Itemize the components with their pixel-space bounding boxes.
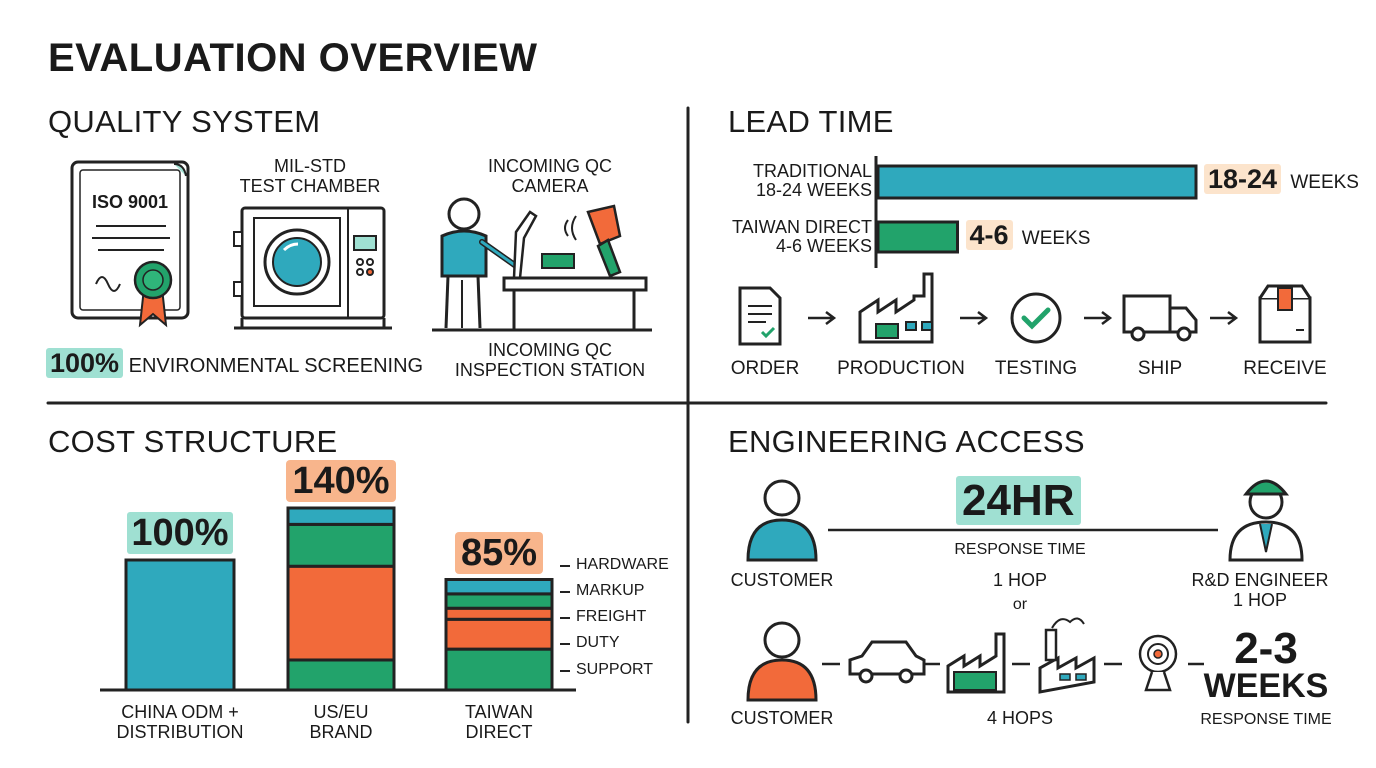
lead-bar-value-1: 4-6 WEEKS bbox=[965, 220, 1091, 251]
car-icon bbox=[848, 640, 926, 684]
customer-label: CUSTOMER bbox=[730, 570, 834, 590]
legend-item-markup: MARKUP bbox=[576, 582, 645, 599]
engineering-heading: ENGINEERING ACCESS bbox=[728, 424, 1085, 459]
lead-value-unit-0: WEEKS bbox=[1285, 172, 1359, 193]
cost-percent-2: 85% bbox=[416, 531, 582, 575]
order-document-icon bbox=[738, 286, 782, 346]
slow-response-label: RESPONSE TIME bbox=[1200, 711, 1332, 728]
lead-bar-label-0: TRADITIONAL 18-24 WEEKS bbox=[752, 161, 872, 200]
arrow-right-icon bbox=[1084, 311, 1113, 325]
process-step-order: ORDER bbox=[730, 358, 800, 379]
legend-item-freight: FREIGHT bbox=[576, 608, 647, 625]
test-chamber-label: MIL-STD TEST CHAMBER bbox=[239, 156, 381, 196]
inspection-station-icon bbox=[432, 197, 652, 332]
fast-response-text: 24HR bbox=[956, 476, 1081, 525]
legend-item-support: SUPPORT bbox=[576, 661, 654, 678]
customer-icon bbox=[746, 479, 818, 562]
test-chamber-icon bbox=[233, 206, 392, 330]
package-icon bbox=[1258, 284, 1312, 344]
cost-bar-2-segment-2 bbox=[444, 606, 554, 621]
lead-bar-1 bbox=[876, 220, 959, 254]
arrow-right-icon bbox=[808, 311, 837, 325]
cost-percent-text-0: 100% bbox=[127, 512, 233, 554]
cost-percent-text-1: 140% bbox=[286, 460, 396, 502]
screening-percent: 100% bbox=[46, 348, 124, 378]
quality-heading: QUALITY SYSTEM bbox=[48, 104, 321, 139]
arrow-right-icon bbox=[960, 311, 989, 325]
inspection-station-label: INCOMING QC INSPECTION STATION bbox=[454, 340, 646, 380]
cost-bar-1-segment-2 bbox=[286, 522, 396, 568]
process-step-production: PRODUCTION bbox=[837, 358, 965, 379]
lead-value-number-0: 18-24 bbox=[1204, 164, 1282, 194]
cost-bar-1-segment-1 bbox=[286, 564, 396, 662]
cost-percent-0: 100% bbox=[96, 512, 264, 555]
lead-time-chart bbox=[874, 156, 1198, 268]
cost-percent-1: 140% bbox=[258, 460, 424, 503]
customer-label-2: CUSTOMER bbox=[730, 708, 834, 728]
lead-bar-0 bbox=[876, 164, 1198, 200]
customer-icon bbox=[746, 621, 818, 702]
lead-bar-label-1: TAIWAN DIRECT 4-6 WEEKS bbox=[732, 217, 872, 256]
engineer-icon bbox=[1228, 479, 1304, 562]
fast-response-label: RESPONSE TIME bbox=[954, 541, 1086, 558]
antenna-icon bbox=[1138, 634, 1178, 692]
one-hop-label: 1 HOP bbox=[992, 570, 1048, 590]
slow-response-value: 2-3 bbox=[1234, 624, 1298, 673]
arrow-right-icon bbox=[1210, 311, 1239, 325]
screening-label: ENVIRONMENTAL SCREENING bbox=[128, 355, 424, 377]
process-flow bbox=[738, 272, 1312, 346]
cost-percent-text-2: 85% bbox=[454, 531, 544, 574]
certificate-icon bbox=[70, 160, 190, 328]
cost-bar-0-segment-0 bbox=[124, 558, 236, 692]
factory-icon bbox=[858, 272, 934, 344]
engineering-diagram bbox=[746, 479, 1304, 702]
iso-label: ISO 9001 bbox=[91, 192, 169, 212]
check-circle-icon bbox=[1010, 292, 1062, 344]
cost-bar-label-1: US/EU BRAND bbox=[309, 702, 373, 742]
legend-item-hardware: HARDWARE bbox=[576, 556, 669, 573]
lead-time-heading: LEAD TIME bbox=[728, 104, 894, 139]
legend-item-duty: DUTY bbox=[576, 634, 620, 651]
cost-bar-2-segment-3 bbox=[444, 592, 554, 610]
truck-icon bbox=[1122, 294, 1198, 342]
lead-bar-value-0: 18-24 WEEKS bbox=[1204, 164, 1359, 195]
cost-bar-2-segment-4 bbox=[444, 578, 554, 596]
lead-value-number-1: 4-6 bbox=[965, 220, 1013, 250]
slow-response-unit: WEEKS bbox=[1203, 667, 1329, 705]
process-step-testing: TESTING bbox=[994, 358, 1078, 379]
engineer-label: R&D ENGINEER 1 HOP bbox=[1191, 570, 1329, 610]
page-title: EVALUATION OVERVIEW bbox=[48, 36, 538, 80]
screening-row: 100% ENVIRONMENTAL SCREENING bbox=[46, 348, 423, 379]
four-hops-label: 4 HOPS bbox=[986, 708, 1054, 728]
fast-response-value: 24HR bbox=[956, 476, 1081, 526]
factory-icon bbox=[1038, 617, 1096, 694]
lead-value-unit-1: WEEKS bbox=[1016, 228, 1091, 249]
cost-bar-label-2: TAIWAN DIRECT bbox=[465, 702, 533, 742]
cost-heading: COST STRUCTURE bbox=[48, 424, 338, 459]
process-step-ship: SHIP bbox=[1137, 358, 1183, 379]
cost-bar-1-segment-0 bbox=[286, 658, 396, 692]
factory-icon bbox=[946, 632, 1006, 694]
cost-structure-chart bbox=[100, 506, 576, 692]
or-label: or bbox=[1012, 596, 1028, 613]
qc-camera-label: INCOMING QC CAMERA bbox=[488, 156, 612, 196]
cost-bar-label-0: CHINA ODM + DISTRIBUTION bbox=[116, 702, 244, 742]
cost-bar-1-segment-3 bbox=[286, 506, 396, 526]
process-step-receive: RECEIVE bbox=[1243, 358, 1327, 379]
cost-bar-2-segment-0 bbox=[444, 647, 554, 692]
cost-bar-2-segment-1 bbox=[444, 617, 554, 651]
